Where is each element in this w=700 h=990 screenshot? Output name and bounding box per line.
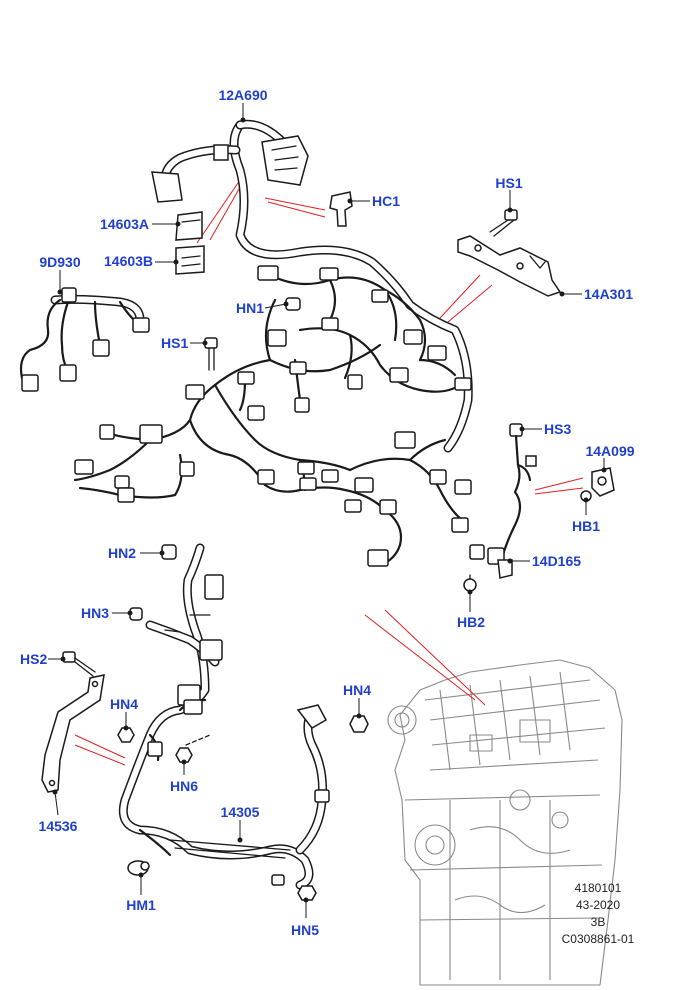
callout-hn1: HN1 bbox=[236, 300, 264, 316]
main-engine-harness bbox=[73, 119, 473, 567]
callout-14d165: 14D165 bbox=[532, 553, 581, 569]
callout-hc1: HC1 bbox=[372, 193, 400, 209]
sensor-14a099 bbox=[591, 467, 615, 497]
leader-lines bbox=[48, 103, 607, 918]
callout-hm1: HM1 bbox=[126, 897, 156, 913]
bracket-14a301 bbox=[457, 235, 562, 297]
sensor-harness-14d165 bbox=[469, 423, 537, 579]
reference-codes: 4180101 43-2020 3B C0308861-01 bbox=[562, 881, 635, 946]
callout-hn4-right: HN4 bbox=[343, 682, 371, 698]
callout-hn2: HN2 bbox=[108, 545, 136, 561]
bolt-hs2 bbox=[62, 651, 96, 677]
grommet-14603a bbox=[175, 211, 203, 241]
nut-hn5 bbox=[297, 885, 317, 901]
bolt-hm1 bbox=[127, 860, 150, 876]
bolt-hs1-left bbox=[204, 337, 218, 371]
ref-code-3: 3B bbox=[591, 915, 606, 929]
callout-14a301: 14A301 bbox=[584, 286, 633, 302]
callout-hn4-left: HN4 bbox=[110, 696, 138, 712]
callout-labels: 12A690 HC1 HS1 14603A 14603B 9D930 HN1 H… bbox=[20, 87, 635, 938]
reference-lines bbox=[74, 179, 584, 766]
bolt-hs1-top bbox=[489, 209, 518, 237]
callout-12a690: 12A690 bbox=[218, 87, 267, 103]
callout-14305: 14305 bbox=[221, 804, 260, 820]
engine-illustration bbox=[387, 659, 623, 986]
callout-14603a: 14603A bbox=[100, 216, 149, 232]
callout-hn3: HN3 bbox=[81, 605, 109, 621]
ref-code-4: C0308861-01 bbox=[562, 932, 635, 946]
callout-14603b: 14603B bbox=[104, 253, 153, 269]
grommet-14603b bbox=[175, 245, 205, 275]
callout-9d930: 9D930 bbox=[39, 254, 80, 270]
callout-hs3: HS3 bbox=[544, 421, 571, 437]
ref-code-2: 43-2020 bbox=[576, 898, 620, 912]
callout-hb1: HB1 bbox=[572, 518, 600, 534]
nut-hn4-right bbox=[349, 715, 369, 733]
lower-harness-14305 bbox=[118, 543, 330, 890]
clip-hc1 bbox=[329, 191, 353, 227]
callout-hs1-left: HS1 bbox=[161, 335, 188, 351]
nut-hn4-left bbox=[117, 727, 135, 743]
callout-hs2: HS2 bbox=[20, 651, 47, 667]
callout-14536: 14536 bbox=[39, 818, 78, 834]
callout-hn6: HN6 bbox=[170, 778, 198, 794]
ref-code-1: 4180101 bbox=[575, 881, 622, 895]
callout-14a099: 14A099 bbox=[585, 443, 634, 459]
callout-hs1-top: HS1 bbox=[495, 175, 522, 191]
nut-hn6 bbox=[175, 734, 211, 763]
callout-hb2: HB2 bbox=[457, 614, 485, 630]
injector-harness-9d930 bbox=[19, 287, 150, 392]
bracket-14536 bbox=[41, 674, 105, 793]
callout-hn5: HN5 bbox=[291, 922, 319, 938]
bolt-hb2 bbox=[463, 574, 477, 592]
